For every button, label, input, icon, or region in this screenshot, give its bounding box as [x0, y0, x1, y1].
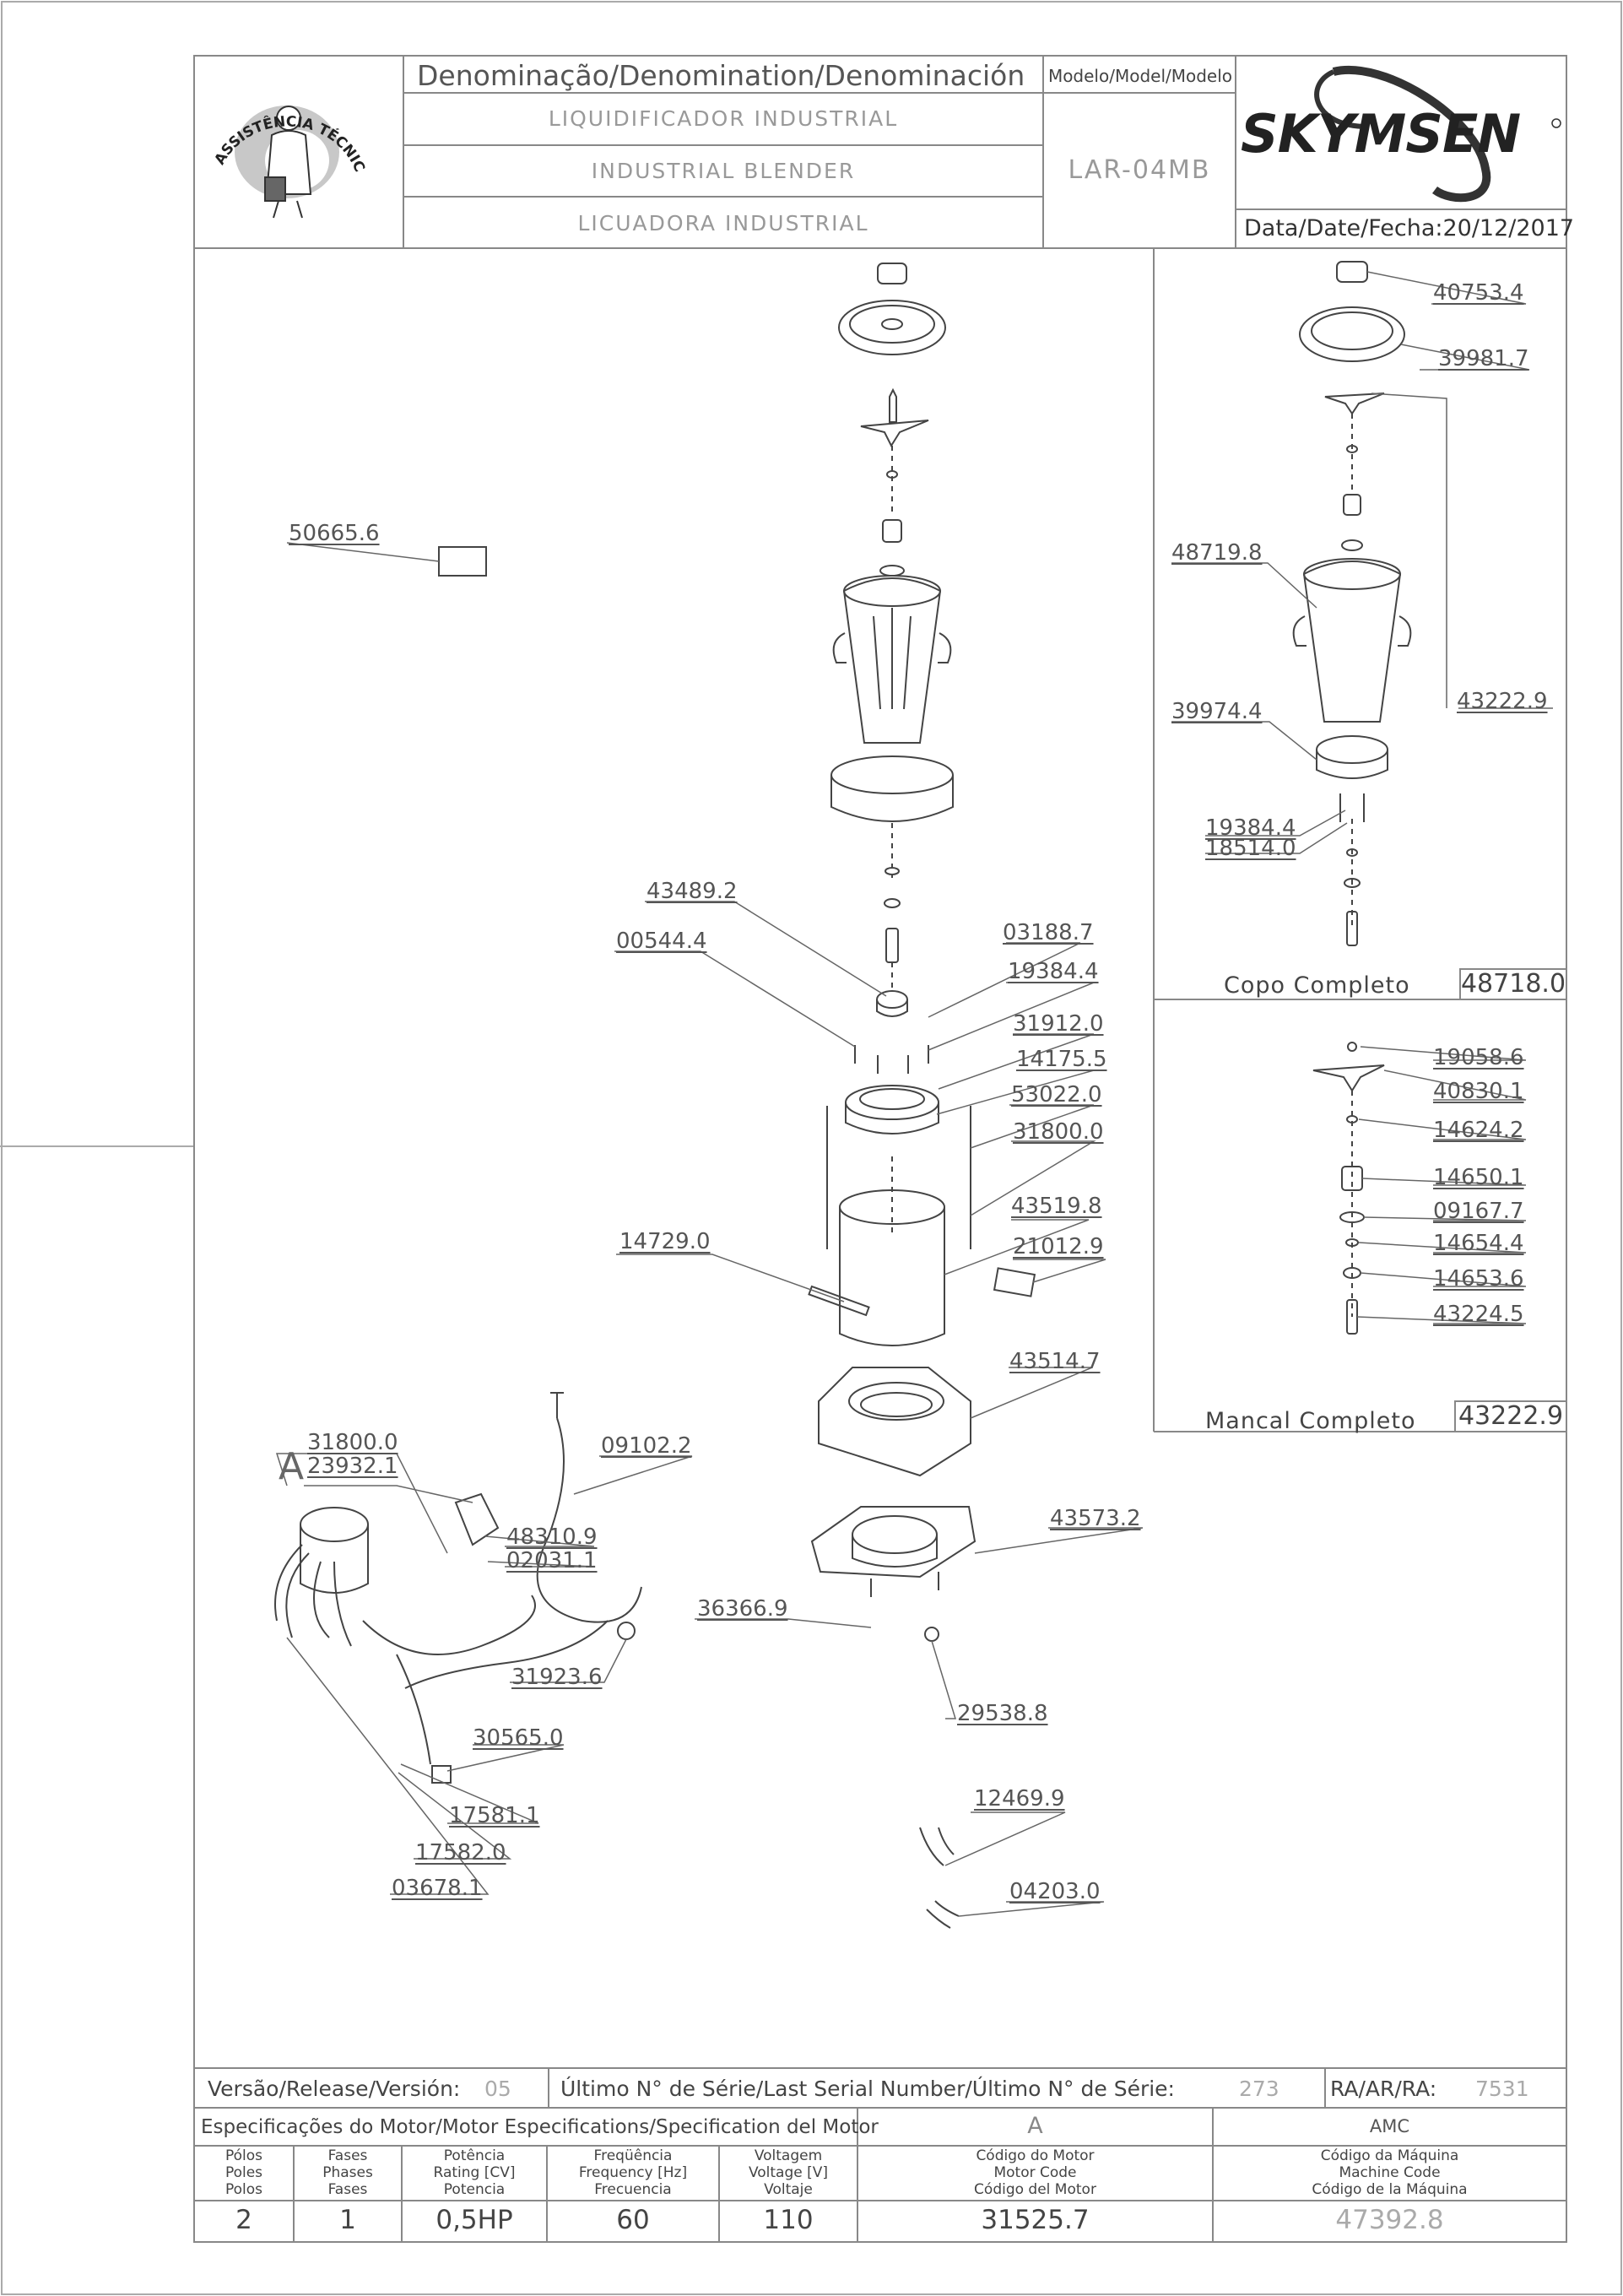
spec-poles-value: 2 — [235, 2205, 252, 2235]
part-callout: 21012.9 — [1013, 1234, 1104, 1259]
part-callout: 53022.0 — [1011, 1082, 1102, 1107]
motor-letter: A — [1027, 2113, 1043, 2139]
authorized-service-seal-icon — [235, 106, 339, 219]
mancal-callout: 43224.5 — [1433, 1302, 1524, 1327]
copo-completo-code: 48718.0 — [1460, 969, 1566, 999]
part-callout: 31923.6 — [511, 1665, 603, 1690]
part-callout: 03188.7 — [1003, 920, 1094, 945]
mancal-callout: 09167.7 — [1433, 1199, 1524, 1224]
part-callout: 14175.5 — [1016, 1047, 1107, 1072]
spec-phases-value: 1 — [339, 2205, 356, 2235]
part-callout: 50665.6 — [289, 521, 380, 546]
spec-frequency-value: 60 — [616, 2205, 650, 2235]
copo-callout: 39974.4 — [1171, 699, 1263, 724]
motor-reference-letter: A — [279, 1445, 305, 1488]
spec-motor-code-value: 31525.7 — [981, 2205, 1090, 2235]
part-callout: 19384.4 — [1008, 959, 1099, 984]
part-callout: 43519.8 — [1011, 1194, 1102, 1219]
part-callout: 02031.1 — [506, 1548, 598, 1573]
part-callout: 43489.2 — [646, 879, 738, 904]
part-callout: 12469.9 — [974, 1786, 1065, 1811]
mancal-callout: 19058.6 — [1433, 1045, 1524, 1070]
denomination-header: Denominação/Denomination/Denominación — [417, 59, 1025, 92]
spec-machine-code-value: 47392.8 — [1335, 2205, 1444, 2235]
date-value: 20/12/2017 — [1442, 215, 1575, 241]
part-callout: 03678.1 — [392, 1876, 483, 1901]
copo-callout: 40753.4 — [1433, 280, 1524, 306]
part-callout: 43573.2 — [1050, 1506, 1141, 1531]
part-callout: 30565.0 — [473, 1725, 564, 1751]
brand-name: SKYMSEN — [1241, 103, 1521, 165]
version-label: Versão/Release/Versión: — [208, 2077, 461, 2101]
part-callout: 31800.0 — [307, 1430, 398, 1455]
part-callout: 23932.1 — [307, 1454, 398, 1479]
part-callout: 17582.0 — [415, 1840, 506, 1866]
part-callout: 31800.0 — [1013, 1119, 1104, 1145]
copo-callout: 39981.7 — [1438, 346, 1529, 371]
part-callout: 17581.1 — [449, 1803, 540, 1828]
part-callout: 00544.4 — [616, 929, 707, 954]
mancal-completo-code: 43222.9 — [1458, 1401, 1564, 1431]
part-callout: 09102.2 — [601, 1433, 692, 1459]
serial-value: 273 — [1239, 2077, 1279, 2101]
product-name-es: LICUADORA INDUSTRIAL — [577, 211, 869, 236]
copo-completo-title: Copo Completo — [1224, 972, 1410, 999]
copo-callout: 19384.4 — [1205, 815, 1296, 841]
copo-callout: 18514.0 — [1205, 836, 1296, 861]
version-value: 05 — [484, 2077, 511, 2101]
mancal-callout: 14650.1 — [1433, 1165, 1524, 1190]
part-callout: 04203.0 — [1009, 1879, 1101, 1904]
part-callout: 31912.0 — [1013, 1011, 1104, 1037]
brand-logo-icon — [1314, 66, 1561, 203]
product-name-pt: LIQUIDIFICADOR INDUSTRIAL — [548, 106, 899, 131]
part-callout: 43514.7 — [1009, 1349, 1101, 1374]
machine-code-header: AMC — [1369, 2116, 1410, 2136]
part-callout: 48310.9 — [506, 1524, 598, 1550]
mancal-callout: 14654.4 — [1433, 1231, 1524, 1256]
mancal-completo-title: Mancal Completo — [1205, 1408, 1416, 1434]
part-callout: 36366.9 — [697, 1596, 788, 1622]
spec-voltage-value: 110 — [763, 2205, 814, 2235]
mancal-callout: 14624.2 — [1433, 1118, 1524, 1143]
mancal-callout: 40830.1 — [1433, 1079, 1524, 1104]
model-value: LAR-04MB — [1068, 155, 1211, 185]
part-callout: 14729.0 — [619, 1229, 711, 1254]
copo-callout: 48719.8 — [1171, 540, 1263, 566]
part-callout: 29538.8 — [957, 1701, 1048, 1726]
copo-callout: 43222.9 — [1457, 689, 1548, 714]
ra-label: RA/AR/RA: — [1330, 2077, 1437, 2101]
spec-rating-value: 0,5HP — [436, 2205, 513, 2235]
product-name-en: INDUSTRIAL BLENDER — [591, 159, 856, 183]
model-header: Modelo/Model/Modelo — [1047, 66, 1233, 86]
motor-spec-header: Especificações do Motor/Motor Especifica… — [201, 2116, 879, 2138]
mancal-callout: 14653.6 — [1433, 1266, 1524, 1292]
serial-label: Último N° de Série/Last Serial Number/Úl… — [560, 2077, 1175, 2101]
ra-value: 7531 — [1475, 2077, 1529, 2101]
date-label: Data/Date/Fecha:20/12/2017 — [1244, 215, 1575, 241]
